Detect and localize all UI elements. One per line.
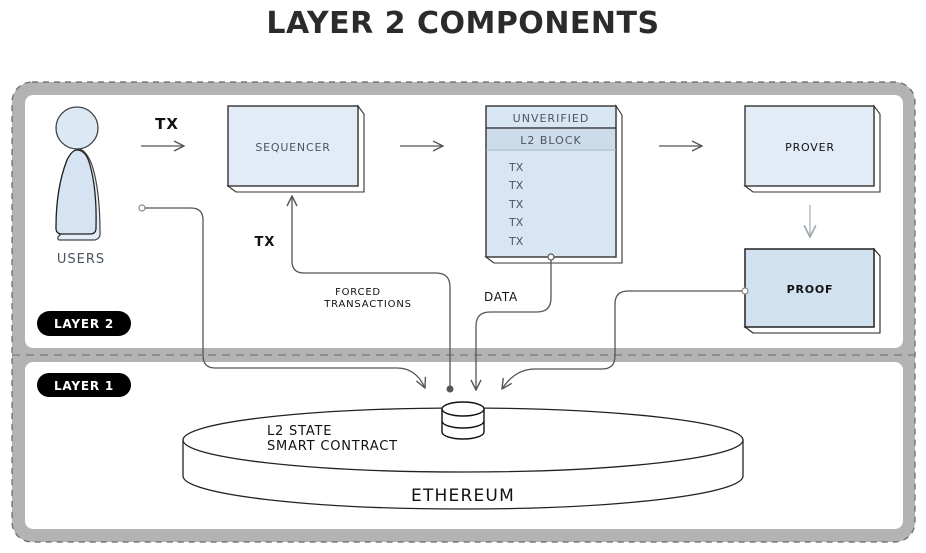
layer2-pill-label: LAYER 2 (54, 317, 114, 331)
ethereum-label: ETHEREUM (411, 486, 515, 506)
prover-box[interactable]: PROVER (743, 104, 881, 193)
sequencer-label: SEQUENCER (255, 141, 330, 154)
database-icon (441, 401, 485, 440)
block-tx: TX (508, 161, 524, 174)
block-tx: TX (508, 216, 524, 229)
forced-label-line2: TRANSACTIONS (323, 299, 412, 310)
block-subheader: L2 BLOCK (520, 134, 581, 147)
block-tx: TX (508, 179, 524, 192)
ethereum-platform[interactable]: ETHEREUM L2 STATE SMART CONTRACT (182, 407, 744, 510)
contract-label-line1: L2 STATE (267, 424, 332, 439)
users-icon (55, 106, 101, 241)
contract-label-line2: SMART CONTRACT (267, 439, 398, 454)
sequencer-box[interactable]: SEQUENCER (226, 104, 365, 193)
layer1-pill: LAYER 1 (37, 373, 131, 397)
diagram-title: LAYER 2 COMPONENTS (266, 6, 660, 41)
users-label: USERS (57, 252, 105, 267)
l2-block[interactable]: UNVERIFIED L2 BLOCK TX TX TX TX TX (484, 104, 623, 264)
data-label: DATA (484, 290, 518, 304)
proof-label: PROOF (787, 283, 834, 296)
prover-label: PROVER (785, 141, 835, 154)
proof-connector-dot (741, 287, 749, 295)
connector-data (476, 260, 552, 390)
users-connector-dot (138, 204, 146, 212)
tx-label-left: TX (255, 235, 276, 250)
connector-users-to-contract (145, 207, 425, 388)
layer2-pill: LAYER 2 (37, 311, 131, 336)
block-tx: TX (508, 198, 524, 211)
forced-label-line1: FORCED (335, 287, 381, 298)
proof-box[interactable]: PROOF (743, 247, 881, 334)
block-data-dot (547, 253, 555, 261)
connector-forced-transactions (292, 196, 451, 389)
connector-proof-to-contract (502, 290, 742, 389)
tx-label-top: TX (155, 115, 179, 133)
layer1-pill-label: LAYER 1 (54, 379, 114, 393)
block-header: UNVERIFIED (513, 112, 590, 125)
block-tx: TX (508, 235, 524, 248)
